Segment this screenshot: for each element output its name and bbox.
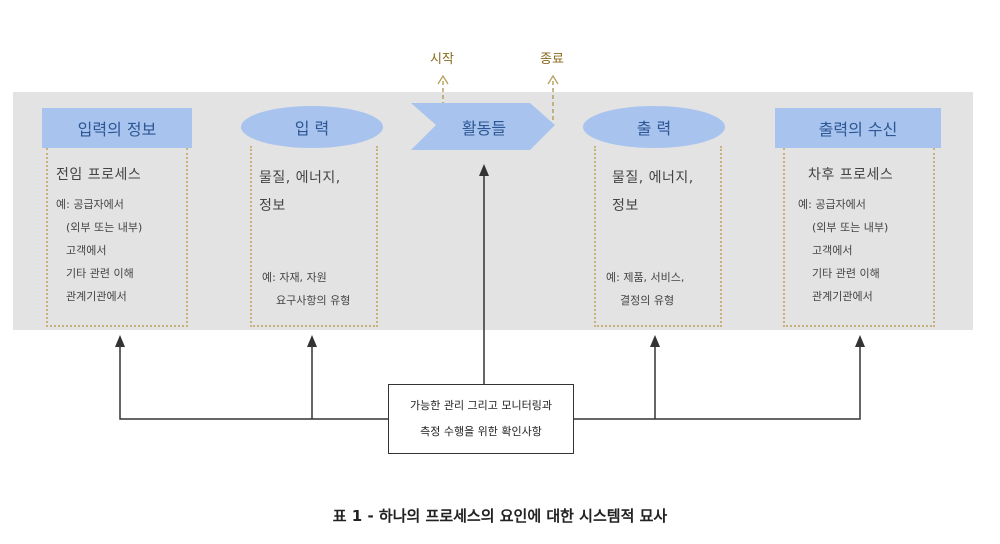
start-arrowhead	[437, 74, 449, 85]
feedback-line-right	[574, 343, 861, 420]
input-details: 예: 자재, 자원 요구사항의 유형	[262, 266, 350, 312]
detail-line: 요구사항의 유형	[276, 294, 351, 307]
detail-line: 기타 관련 이해	[812, 267, 880, 280]
input-info-header: 입력의 정보	[42, 108, 192, 148]
start-label: 시작	[430, 52, 454, 67]
detail-line: 고객에서	[66, 244, 107, 257]
detail-line: 관계기관에서	[66, 290, 127, 303]
detail-line: 예: 제품, 서비스,	[606, 271, 685, 284]
arrowhead-activities	[479, 164, 489, 176]
note-line-1: 가능한 관리 그리고 모니터링과	[409, 399, 553, 412]
feedback-line-left	[119, 343, 388, 420]
end-label: 종료	[540, 52, 564, 67]
input-info-box	[46, 148, 188, 327]
title-line: 정보	[612, 198, 639, 214]
input-info-details: 예: 공급자에서 (외부 또는 내부) 고객에서 기타 관련 이해 관계기관에서	[56, 193, 142, 308]
detail-line: 예: 자재, 자원	[262, 271, 327, 284]
arrowhead-output	[650, 335, 660, 347]
detail-line: 관계기관에서	[812, 290, 873, 303]
activities-shape	[411, 103, 555, 150]
figure-caption: 표 1 - 하나의 프로세스의 요인에 대한 시스템적 묘사	[332, 507, 668, 525]
detail-line: 예: 공급자에서	[798, 198, 866, 211]
output-details: 예: 제품, 서비스, 결정의 유형	[606, 266, 684, 312]
output-box	[594, 146, 722, 327]
detail-line: 기타 관련 이해	[66, 267, 134, 280]
detail-line: 고객에서	[812, 244, 853, 257]
detail-line: (외부 또는 내부)	[66, 221, 143, 234]
title-line: 물질, 에너지,	[259, 170, 341, 186]
arrowhead-input	[307, 335, 317, 347]
detail-line: 결정의 유형	[620, 294, 675, 307]
input-info-title: 전임 프로세스	[56, 167, 142, 183]
end-arrowhead	[547, 74, 559, 85]
monitoring-note-box: 가능한 관리 그리고 모니터링과 측정 수행을 위한 확인사항	[388, 384, 574, 454]
output-receiver-title: 차후 프로세스	[808, 167, 894, 183]
arrowhead-input-info	[115, 335, 125, 347]
output-header: 출 력	[583, 106, 725, 148]
input-title: 물질, 에너지, 정보	[259, 164, 341, 220]
detail-line: 예: 공급자에서	[56, 198, 124, 211]
title-line: 정보	[259, 198, 286, 214]
activities-label: 활동들	[461, 118, 507, 138]
output-receiver-header: 출력의 수신	[775, 108, 941, 148]
output-title: 물질, 에너지, 정보	[612, 164, 694, 220]
note-line-2: 측정 수행을 위한 확인사항	[420, 425, 542, 438]
title-line: 물질, 에너지,	[612, 170, 694, 186]
input-box	[250, 146, 378, 327]
output-receiver-details: 예: 공급자에서 (외부 또는 내부) 고객에서 기타 관련 이해 관계기관에서	[798, 193, 888, 308]
input-header: 입 력	[241, 106, 383, 148]
detail-line: (외부 또는 내부)	[812, 221, 889, 234]
arrowhead-output-receiver	[855, 335, 865, 347]
output-receiver-box	[783, 148, 935, 327]
